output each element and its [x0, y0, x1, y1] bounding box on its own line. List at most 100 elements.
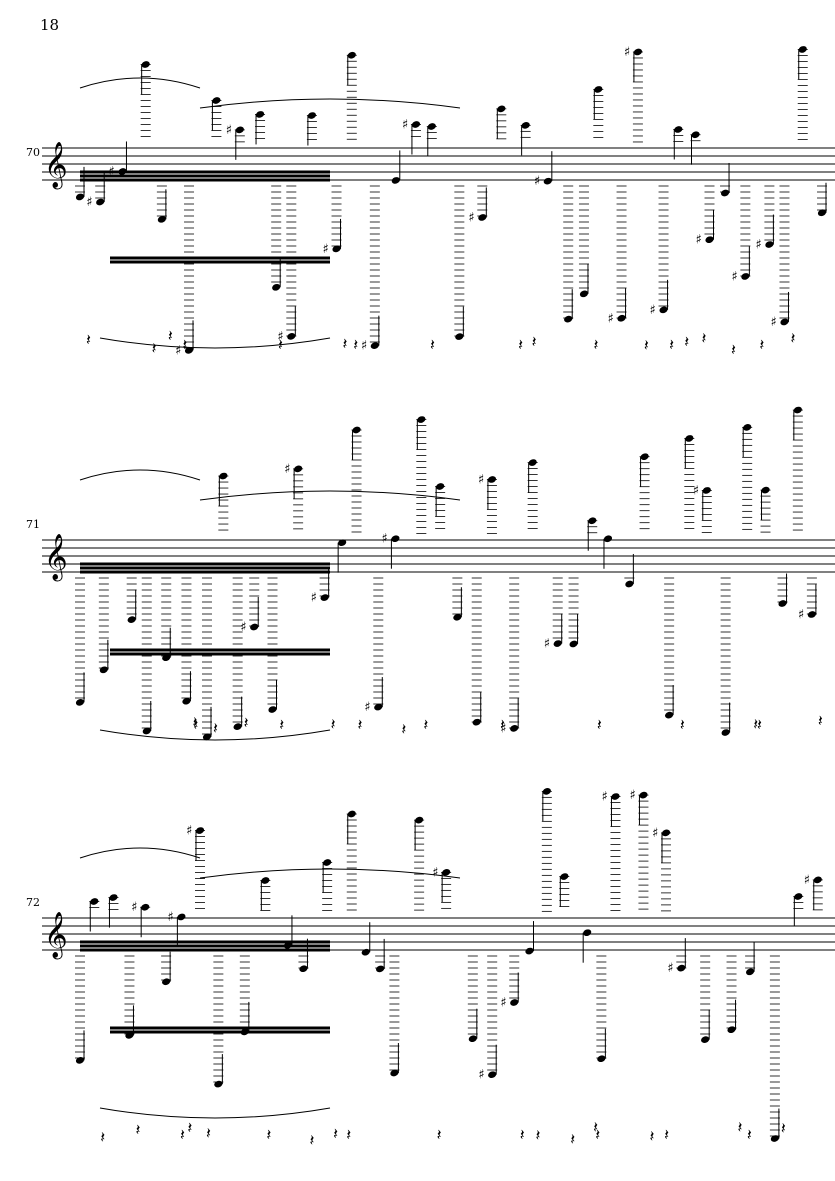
- notehead: [182, 697, 191, 705]
- notehead: [157, 215, 166, 223]
- notehead: [807, 611, 816, 618]
- quarter-rest-icon: 𝄽: [437, 1125, 442, 1144]
- sharp-icon: ♯: [108, 164, 114, 179]
- notehead: [177, 913, 186, 921]
- quarter-rest-icon: 𝄽: [152, 338, 157, 357]
- system-3: 𝄞: [42, 912, 835, 960]
- sharp-icon: ♯: [696, 233, 702, 248]
- sharp-icon: ♯: [186, 824, 192, 839]
- sharp-icon: ♯: [798, 607, 804, 622]
- quarter-rest-icon: 𝄽: [738, 1118, 743, 1137]
- staff-lines: [42, 917, 835, 951]
- sharp-icon: ♯: [364, 700, 370, 715]
- quarter-rest-icon: 𝄽: [401, 720, 406, 739]
- sharp-icon: ♯: [468, 210, 474, 225]
- quarter-rest-icon: 𝄽: [430, 335, 435, 354]
- sharp-icon: ♯: [650, 303, 656, 318]
- notehead: [272, 283, 281, 291]
- notehead: [665, 711, 674, 719]
- sharp-icon: ♯: [544, 637, 550, 652]
- sharp-icon: ♯: [500, 721, 506, 736]
- notehead: [75, 193, 85, 201]
- quarter-rest-icon: 𝄽: [135, 1120, 140, 1139]
- slur: [99, 729, 331, 741]
- notehead: [332, 245, 341, 253]
- quarter-rest-icon: 𝄽: [753, 715, 758, 734]
- quarter-rest-icon: 𝄽: [595, 1125, 600, 1144]
- notehead: [118, 168, 127, 175]
- notehead: [391, 177, 400, 184]
- notehead: [233, 723, 242, 730]
- sharp-icon: ♯: [86, 195, 92, 210]
- quarter-rest-icon: 𝄽: [570, 1129, 575, 1148]
- notehead: [214, 1080, 223, 1088]
- quarter-rest-icon: 𝄽: [790, 329, 795, 348]
- notehead: [390, 1069, 399, 1077]
- quarter-rest-icon: 𝄽: [644, 336, 649, 355]
- sharp-icon: ♯: [693, 483, 699, 498]
- notehead: [370, 342, 379, 349]
- notehead: [603, 535, 613, 543]
- quarter-rest-icon: 𝄽: [669, 335, 674, 354]
- notehead: [250, 623, 259, 631]
- quarter-rest-icon: 𝄽: [206, 1123, 211, 1142]
- system-2: 𝄞: [42, 534, 835, 582]
- notehead: [579, 290, 589, 298]
- quarter-rest-icon: 𝄽: [532, 332, 537, 351]
- quarter-rest-icon: 𝄽: [759, 335, 764, 354]
- quarter-rest-icon: 𝄽: [278, 335, 283, 354]
- quarter-rest-icon: 𝄽: [731, 340, 736, 359]
- notehead: [569, 640, 578, 648]
- sharp-icon: ♯: [601, 790, 607, 805]
- notehead: [299, 965, 308, 973]
- notehead: [96, 198, 105, 206]
- quarter-rest-icon: 𝄽: [423, 715, 428, 734]
- quarter-rest-icon: 𝄽: [346, 1125, 351, 1144]
- quarter-rest-icon: 𝄽: [520, 1125, 525, 1144]
- notehead: [184, 347, 194, 354]
- notehead: [142, 727, 151, 735]
- notehead: [376, 965, 385, 973]
- quarter-rest-icon: 𝄽: [180, 1125, 185, 1144]
- quarter-rest-icon: 𝄽: [100, 1128, 105, 1147]
- sharp-icon: ♯: [478, 472, 484, 487]
- sharp-icon: ♯: [652, 826, 658, 841]
- sharp-icon: ♯: [240, 620, 246, 635]
- notehead: [268, 706, 277, 713]
- quarter-rest-icon: 𝄽: [182, 335, 187, 354]
- notehead: [745, 968, 755, 976]
- quarter-rest-icon: 𝄽: [187, 1118, 192, 1137]
- sharp-icon: ♯: [608, 311, 614, 326]
- sharp-icon: ♯: [478, 1068, 484, 1083]
- notehead: [374, 703, 383, 711]
- sharp-icon: ♯: [131, 900, 137, 915]
- sharp-icon: ♯: [323, 242, 329, 257]
- measure-number-71: 71: [26, 518, 40, 531]
- notehead: [240, 1028, 249, 1036]
- sharp-icon: ♯: [361, 339, 367, 354]
- notehead: [361, 948, 370, 956]
- notehead: [488, 1071, 497, 1079]
- sharp-icon: ♯: [284, 462, 290, 477]
- quarter-rest-icon: 𝄽: [818, 711, 823, 730]
- quarter-rest-icon: 𝄽: [684, 332, 689, 351]
- notehead: [127, 616, 136, 623]
- notehead: [453, 613, 462, 621]
- quarter-rest-icon: 𝄽: [193, 715, 198, 734]
- quarter-rest-icon: 𝄽: [649, 1126, 654, 1145]
- sharp-icon: ♯: [629, 788, 635, 803]
- notehead: [583, 929, 592, 937]
- treble-clef-icon: 𝄞: [44, 912, 68, 960]
- sharp-icon: ♯: [402, 117, 408, 132]
- notehead: [468, 1035, 477, 1043]
- quarter-rest-icon: 𝄽: [747, 1125, 752, 1144]
- notehead: [75, 699, 85, 706]
- treble-clef-icon: 𝄞: [44, 142, 68, 190]
- notehead: [765, 241, 774, 248]
- sharp-icon: ♯: [311, 591, 317, 606]
- sharp-icon: ♯: [226, 123, 232, 138]
- quarter-rest-icon: 𝄽: [331, 715, 336, 734]
- quarter-rest-icon: 𝄽: [500, 715, 505, 734]
- quarter-rest-icon: 𝄽: [357, 715, 362, 734]
- quarter-rest-icon: 𝄽: [244, 713, 249, 732]
